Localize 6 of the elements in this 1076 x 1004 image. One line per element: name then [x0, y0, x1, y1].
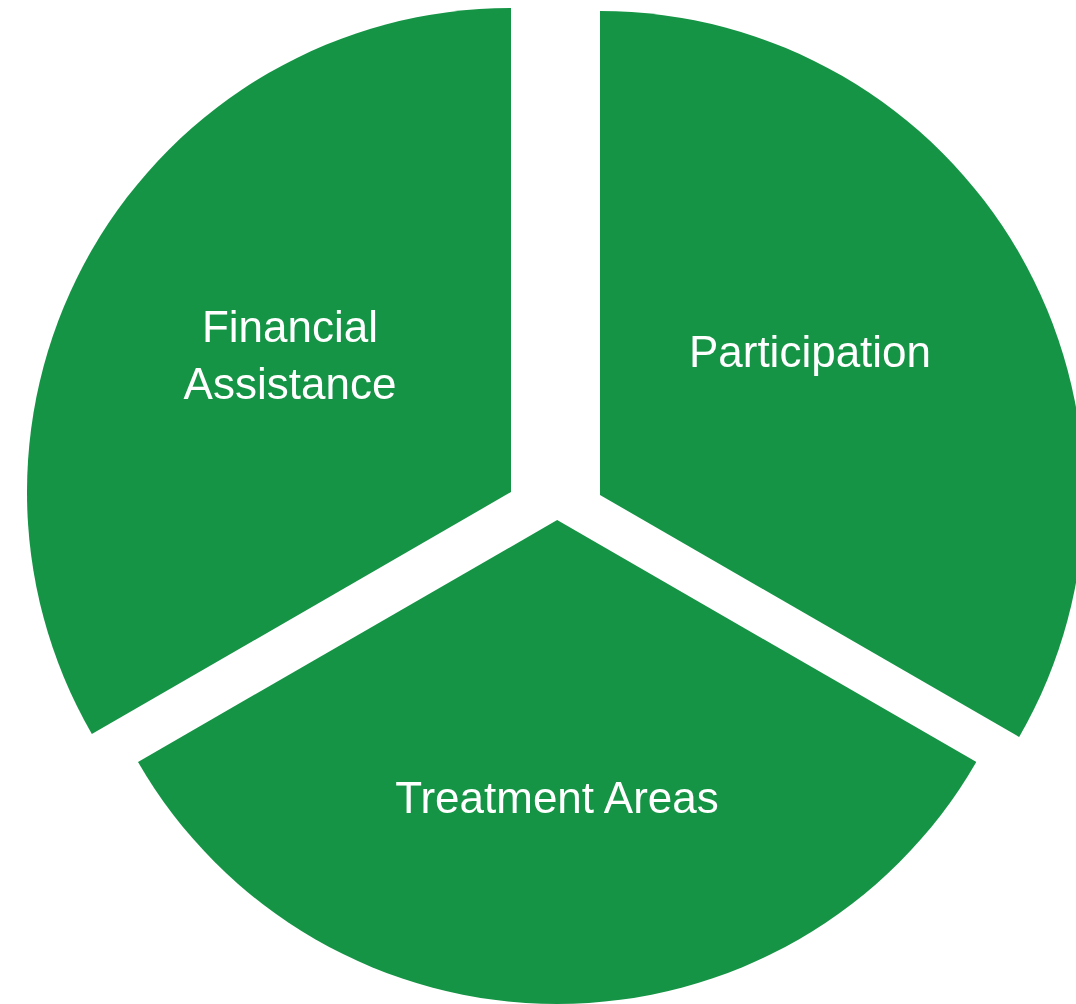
pie-sector: [137, 520, 977, 1004]
sector-label: Financial Assistance: [182, 300, 398, 410]
pie-sector: [27, 8, 511, 734]
sector-label: Participation: [687, 326, 933, 379]
pie-sector: [600, 11, 1076, 737]
sector-label: Treatment Areas: [394, 772, 720, 825]
